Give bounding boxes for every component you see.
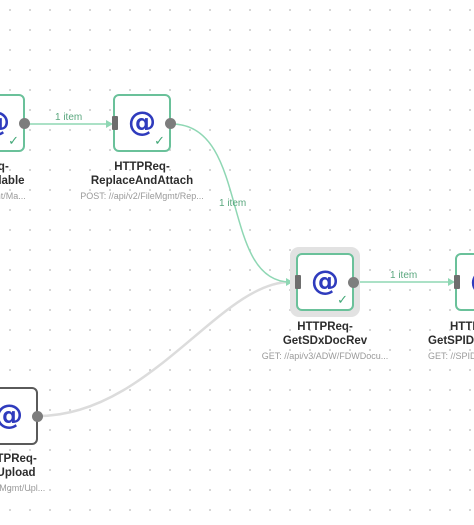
node-label-n2: HTTPReq- ReplaceAndAttach POST: //api/v2… xyxy=(67,160,217,202)
output-handle[interactable] xyxy=(19,117,30,129)
input-handle[interactable] xyxy=(454,275,460,289)
node-title-line2: GetSDxDocRev xyxy=(282,335,368,347)
node-label-n3: HTTPReq- GetSDxDocRev GET: //api/v3/ADW/… xyxy=(250,320,400,362)
node-title-line1: Req- xyxy=(0,161,9,173)
connection-n5-n3[interactable] xyxy=(37,280,291,418)
node-subtitle: GET: //SPID/ xyxy=(428,351,474,361)
workflow-node-n1[interactable]: @ ✓ xyxy=(0,94,30,152)
input-handle[interactable] xyxy=(112,116,118,130)
edge-label-n3-n4: 1 item xyxy=(390,270,418,281)
node-title-line2: GetSPIDR xyxy=(428,335,474,347)
node-label-n5: HTTPReq- mtUpload v2/FileMgmt/Upl... xyxy=(0,452,84,494)
node-title-line2: ReplaceAndAttach xyxy=(90,175,194,187)
connection-arrow-n1-n2 xyxy=(106,120,113,128)
workflow-node-n2[interactable]: @ ✓ xyxy=(112,94,176,152)
at-icon: @ xyxy=(0,107,10,136)
connection-arrow-n2-n3 xyxy=(286,278,293,286)
node-subtitle: FileMgmt/Ma... xyxy=(0,191,26,201)
check-icon: ✓ xyxy=(154,134,165,149)
edge-label-n1-n2: 1 item xyxy=(55,112,83,123)
node-subtitle: GET: //api/v3/ADW/FDWDocu... xyxy=(261,351,389,361)
at-icon: @ xyxy=(311,263,339,297)
node-label-n4: HTTP GetSPIDR GET: //SPID/ xyxy=(428,320,474,362)
workflow-node-n5[interactable]: @ xyxy=(0,387,43,445)
check-icon: ✓ xyxy=(8,134,19,149)
node-subtitle: POST: //api/v2/FileMgmt/Rep... xyxy=(80,191,204,201)
node-title-line2: mtUpload xyxy=(0,467,36,479)
node-title-line1: HTTPReq- xyxy=(114,161,170,173)
at-icon: @ xyxy=(470,266,474,295)
output-handle[interactable] xyxy=(32,410,43,422)
check-icon: ✓ xyxy=(337,293,348,308)
output-handle[interactable] xyxy=(348,276,359,288)
output-handle[interactable] xyxy=(165,117,176,129)
workflow-node-n3[interactable]: @ ✓ xyxy=(295,253,359,311)
node-title-line1: HTTPReq- xyxy=(0,453,37,465)
node-subtitle: v2/FileMgmt/Upl... xyxy=(0,483,46,493)
input-handle[interactable] xyxy=(295,275,301,289)
node-title-line2: dAvailable xyxy=(0,175,25,187)
at-icon: @ xyxy=(128,104,156,138)
node-title-line1: HTTP xyxy=(450,321,474,333)
edge-label-n2-n3: 1 item xyxy=(219,198,247,209)
connection-arrow-n3-n4 xyxy=(448,278,455,286)
connection-n2-n3[interactable] xyxy=(171,123,291,283)
workflow-node-n4[interactable]: @ xyxy=(454,253,474,311)
at-icon: @ xyxy=(0,400,23,429)
node-label-n1: Req- dAvailable FileMgmt/Ma... xyxy=(0,160,71,202)
node-title-line1: HTTPReq- xyxy=(297,321,353,333)
